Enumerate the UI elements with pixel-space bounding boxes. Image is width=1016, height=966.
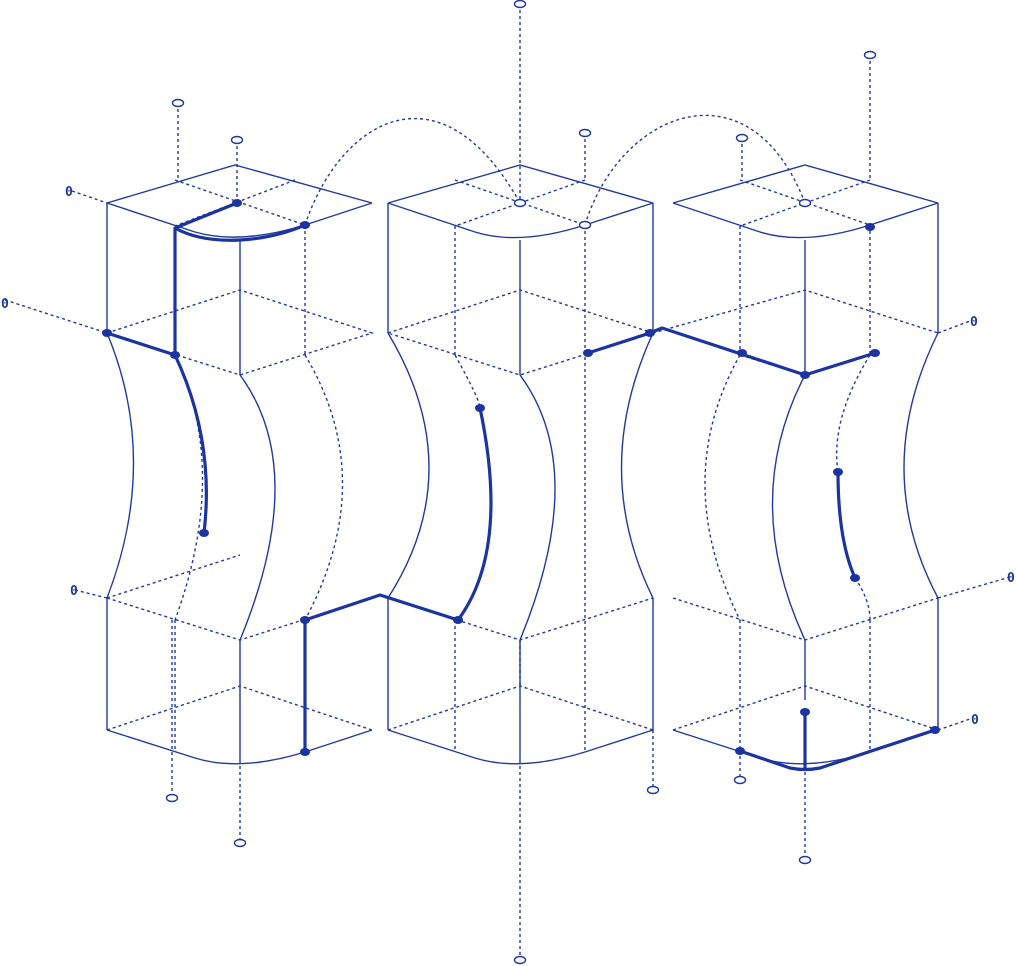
col1-bottom-face (106, 729, 373, 765)
open-nodes (165, 0, 877, 965)
terminal-node (735, 133, 749, 143)
path-node (475, 404, 485, 412)
terminal-node (646, 785, 660, 795)
col3-waist-curves (771, 332, 939, 641)
col3-lower-rhombus (672, 597, 939, 641)
col2-waist-hidden (454, 354, 481, 409)
stub-lines (4, 4, 1011, 960)
col2-lower-edges (387, 598, 654, 760)
terminal-node (733, 775, 747, 785)
path-node (102, 329, 112, 337)
col2-bottom-grid (387, 685, 654, 731)
col2-waist-curves (387, 332, 654, 641)
col3-top-face (672, 164, 939, 239)
terminal-node (230, 135, 244, 145)
path-seg-mid (586, 326, 877, 377)
filled-nodes (102, 199, 940, 756)
col1-lower-rhombus (106, 554, 373, 641)
col1-waist-curves (106, 332, 276, 641)
terminal-node (578, 128, 592, 138)
col3-bottom-grid (672, 685, 939, 731)
zero-labels: 0 0 0 0 0 0 (1, 185, 1015, 728)
column-1 (104, 164, 375, 765)
zero-label: 0 (1007, 571, 1015, 586)
path-node (850, 574, 860, 582)
path-seg-bottom (738, 710, 937, 772)
path-node (300, 221, 310, 229)
terminal-node (798, 855, 812, 865)
col3-waist-hidden (704, 354, 871, 621)
arc-1 (304, 118, 521, 226)
terminal-node (863, 50, 877, 60)
col3-upper-edges (804, 203, 939, 375)
path-node (453, 616, 463, 624)
path-node (199, 529, 209, 537)
terminal-node (513, 955, 527, 965)
path-node (735, 747, 745, 755)
zero-label: 0 (70, 584, 78, 599)
col3-upper-hidden (739, 225, 871, 355)
terminal-node (233, 838, 247, 848)
path-node (300, 616, 310, 624)
path-node (930, 726, 940, 734)
terminal-node (513, 198, 527, 208)
path-seg-top (173, 201, 307, 357)
highlight-path (105, 201, 937, 772)
path-node (870, 349, 880, 357)
col2-upper-edges (387, 203, 654, 375)
col1-lower-edges (106, 598, 241, 760)
path-node (583, 349, 593, 357)
col1-waist-hidden (174, 354, 344, 621)
zero-label: 0 (971, 713, 979, 728)
dashed-stubs (4, 4, 1011, 960)
col2-top-face (387, 164, 654, 239)
col3-mid-rhombus (652, 289, 939, 376)
path-node (833, 468, 843, 476)
col1-bottom-grid (106, 685, 373, 731)
zero-label: 0 (65, 185, 73, 200)
col3-lower-hidden (739, 620, 871, 752)
column-2 (385, 164, 656, 765)
zero-label: 0 (970, 315, 978, 330)
path-node (170, 351, 180, 359)
path-seg-left (105, 331, 208, 535)
col1-upper-edges (106, 203, 241, 375)
path-node (800, 708, 810, 716)
terminal-node (798, 198, 812, 208)
terminal-node (513, 0, 527, 9)
terminal-node (171, 98, 185, 108)
path-node (645, 329, 655, 337)
terminal-node (578, 220, 592, 230)
col1-mid-rhombus (104, 289, 375, 376)
path-node (865, 223, 875, 231)
path-node (737, 349, 747, 357)
terminal-node (165, 793, 179, 803)
zero-label: 0 (1, 297, 9, 312)
path-node (800, 371, 810, 379)
col3-lower-edges (804, 598, 939, 730)
arc-2 (584, 114, 806, 226)
path-node (232, 199, 242, 207)
path-node (300, 748, 310, 756)
column-3 (652, 164, 939, 765)
path-seg-right-waist (836, 470, 857, 580)
col2-bottom-face (387, 729, 654, 765)
